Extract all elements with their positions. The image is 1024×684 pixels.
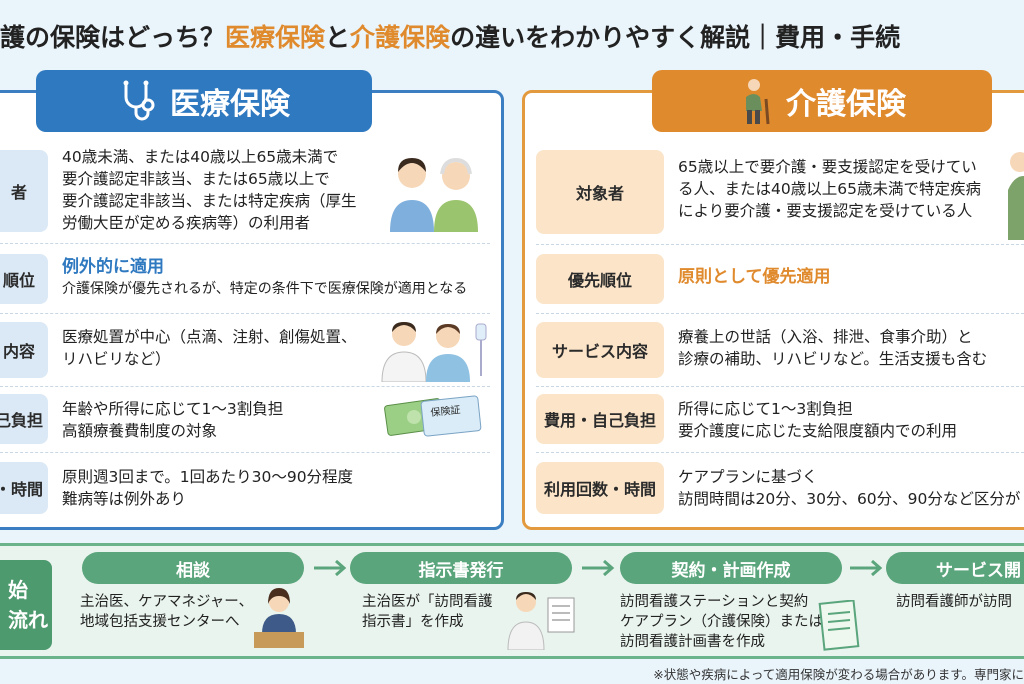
page-title: 護の保険はどっち？医療保険と介護保険の違いをわかりやすく解説｜費用・手続 [0, 18, 1024, 62]
text-line: により要介護・要支援認定を受けている人 [678, 202, 973, 220]
row-divider [0, 313, 490, 314]
text-line: 療養上の世話（入浴、排泄、食事介助）と [678, 328, 973, 346]
receptionist-icon [252, 588, 306, 650]
medical-cost-text: 年齢や所得に応じて1〜3割負担 高額療養費制度の対象 [62, 398, 283, 442]
money-card-icon: 保険証 [384, 392, 484, 442]
doctor-document-icon [504, 588, 578, 650]
flow-step-instruction-text: 主治医が「訪問看護 指示書」を作成 [362, 592, 493, 632]
medical-label-target: 者 [0, 150, 48, 232]
text-line: 難病等は例外あり [62, 490, 187, 508]
text-line: ケアプラン（介護保険）または [620, 614, 823, 630]
family-illustration-icon [384, 152, 484, 232]
flow-arrow-icon [314, 559, 347, 577]
care-label-cost: 費用・自己負担 [536, 394, 664, 444]
insurance-card: 保険証 [420, 395, 482, 437]
text-line: 高額療養費制度の対象 [62, 422, 218, 440]
flow-title: 始 流れ [0, 560, 52, 650]
care-target-text: 65歳以上で要介護・要支援認定を受けてい る人、または40歳以上65歳未満で特定… [678, 156, 981, 222]
medical-priority-text: 例外的に適用 介護保険が優先されるが、特定の条件下で医療保険が適用となる [62, 256, 467, 300]
text-line: 指示書」を作成 [362, 614, 464, 630]
medical-staff-icon [378, 318, 490, 382]
text-line: 年齢や所得に応じて1〜3割負担 [62, 400, 284, 418]
text-line: 訪問時間は20分、30分、60分、90分など区分が [678, 490, 1021, 508]
text-line: 所得に応じて1〜3割負担 [678, 400, 853, 418]
care-cost-text: 所得に応じて1〜3割負担 要介護度に応じた支給限度額内での利用 [678, 398, 957, 442]
text-line: 主治医が「訪問看護 [362, 594, 493, 610]
medical-label-frequency: ・時間 [0, 462, 48, 514]
row-divider [536, 452, 1024, 453]
title-part-3: と [325, 23, 351, 52]
text-line: 要介護認定非該当、または65歳以上で [62, 170, 330, 188]
text-line: 40歳未満、または40歳以上65歳未満で [62, 148, 339, 166]
priority-highlight: 例外的に適用 [62, 257, 164, 277]
flow-step-contract: 契約・計画作成 [620, 552, 842, 584]
text-line: 訪問看護ステーションと契約 [620, 594, 809, 610]
text-line: 65歳以上で要介護・要支援認定を受けてい [678, 158, 977, 176]
text-line: 介護保険が優先されるが、特定の条件下で医療保険が適用となる [62, 281, 468, 297]
text-line: 訪問看護計画書を作成 [620, 634, 765, 650]
title-part-1: 護の保険はどっち？ [0, 23, 226, 52]
text-line: 医療処置が中心（点滴、注射、創傷処置、 [62, 328, 357, 346]
medical-heading-text: 医療保険 [170, 87, 290, 122]
priority-highlight: 原則として優先適用 [678, 267, 831, 287]
contract-document-icon [816, 600, 866, 652]
care-insurance-heading: 介護保険 [652, 70, 992, 132]
care-label-target: 対象者 [536, 150, 664, 234]
care-priority-text: 原則として優先適用 [678, 266, 831, 288]
medical-service-text: 医療処置が中心（点滴、注射、創傷処置、 リハビリなど） [62, 326, 357, 370]
flow-step-service-start: サービス開 [886, 552, 1024, 584]
care-heading-text: 介護保険 [786, 87, 906, 122]
flow-step-contract-text: 訪問看護ステーションと契約 ケアプラン（介護保険）または 訪問看護計画書を作成 [620, 592, 823, 652]
stethoscope-icon [118, 79, 158, 123]
medical-label-priority: 順位 [0, 254, 48, 304]
care-label-frequency: 利用回数・時間 [536, 462, 664, 514]
elderly-person-icon [738, 77, 774, 125]
text-line: 訪問看護師が訪問 [896, 594, 1012, 610]
flow-step-instruction: 指示書発行 [350, 552, 572, 584]
flow-step-service-start-text: 訪問看護師が訪問 [896, 592, 1012, 612]
text-line: 原則週3回まで。1回あたり30〜90分程度 [62, 468, 354, 486]
medical-label-service: 内容 [0, 322, 48, 378]
flow-step-consultation-text: 主治医、ケアマネジャー、 地域包括支援センターへ [80, 592, 253, 632]
text-line: 主治医、ケアマネジャー、 [80, 594, 254, 610]
care-service-text: 療養上の世話（入浴、排泄、食事介助）と 診療の補助、リハビリなど。生活支援も含む [678, 326, 987, 370]
care-label-service: サービス内容 [536, 322, 664, 378]
text-line: ケアプランに基づく [678, 468, 818, 486]
flow-title-line: 始 [8, 578, 28, 602]
care-frequency-text: ケアプランに基づく 訪問時間は20分、30分、60分、90分など区分が [678, 466, 1020, 510]
flow-arrow-icon [582, 559, 615, 577]
footnote: ※状態や疾病によって適用保険が変わる場合があります。専門家に [653, 667, 1024, 682]
row-divider [0, 243, 490, 244]
title-part-2: 医療保険 [225, 23, 326, 52]
row-divider [536, 386, 1024, 387]
row-divider [536, 244, 1024, 245]
title-part-5: の違いをわかりやすく解説｜費用・手続 [450, 23, 901, 52]
text-line: 要介護度に応じた支給限度額内での利用 [678, 422, 958, 440]
text-line: リハビリなど） [62, 350, 171, 368]
medical-label-cost: 己負担 [0, 394, 48, 444]
text-line: 労働大臣が定める疾病等）の利用者 [62, 214, 311, 232]
text-line: 地域包括支援センターへ [80, 614, 240, 630]
caregiver-illustration-icon [1004, 150, 1024, 240]
row-divider [0, 452, 490, 453]
text-line: 要介護認定非該当、または特定疾病（厚生 [62, 192, 357, 210]
flow-title-line: 流れ [8, 608, 48, 632]
flow-step-consultation: 相談 [82, 552, 304, 584]
row-divider [0, 386, 490, 387]
medical-frequency-text: 原則週3回まで。1回あたり30〜90分程度 難病等は例外あり [62, 466, 353, 510]
medical-target-text: 40歳未満、または40歳以上65歳未満で 要介護認定非該当、または65歳以上で … [62, 146, 357, 234]
row-divider [536, 313, 1024, 314]
care-label-priority: 優先順位 [536, 254, 664, 304]
insurance-card-text: 保険証 [430, 405, 462, 420]
title-part-4: 介護保険 [350, 23, 451, 52]
text-line: る人、または40歳以上65歳未満で特定疾病 [678, 180, 981, 198]
text-line: 診療の補助、リハビリなど。生活支援も含む [678, 350, 988, 368]
flow-arrow-icon [850, 559, 883, 577]
medical-insurance-heading: 医療保険 [36, 70, 372, 132]
